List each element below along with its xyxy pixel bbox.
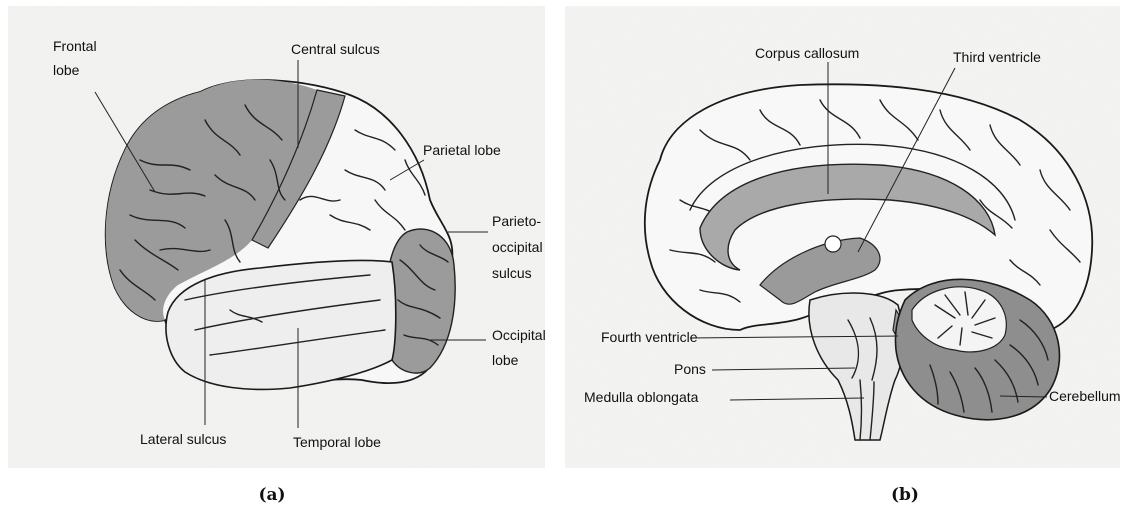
- interthalamic-adhesion: [825, 236, 841, 252]
- label-fourth-ventricle: Fourth ventricle: [601, 329, 698, 345]
- label-pons: Pons: [674, 361, 706, 377]
- caption-b: (b): [891, 485, 919, 505]
- panel-b: Corpus callosum Third ventricle Fourth v…: [565, 6, 1121, 505]
- label-parietal-lobe: Parietal lobe: [423, 142, 501, 158]
- label-central-sulcus: Central sulcus: [291, 41, 380, 57]
- caption-a: (a): [258, 485, 285, 505]
- label-third-ventricle: Third ventricle: [953, 49, 1041, 65]
- panel-a: Frontal lobe Central sulcus Parietal lob…: [8, 6, 550, 505]
- label-lateral-sulcus: Lateral sulcus: [140, 431, 226, 447]
- label-cerebellum: Cerebellum: [1049, 388, 1121, 404]
- label-temporal-lobe: Temporal lobe: [293, 434, 381, 450]
- label-medulla-oblongata: Medulla oblongata: [584, 389, 699, 405]
- label-corpus-callosum: Corpus callosum: [755, 45, 859, 61]
